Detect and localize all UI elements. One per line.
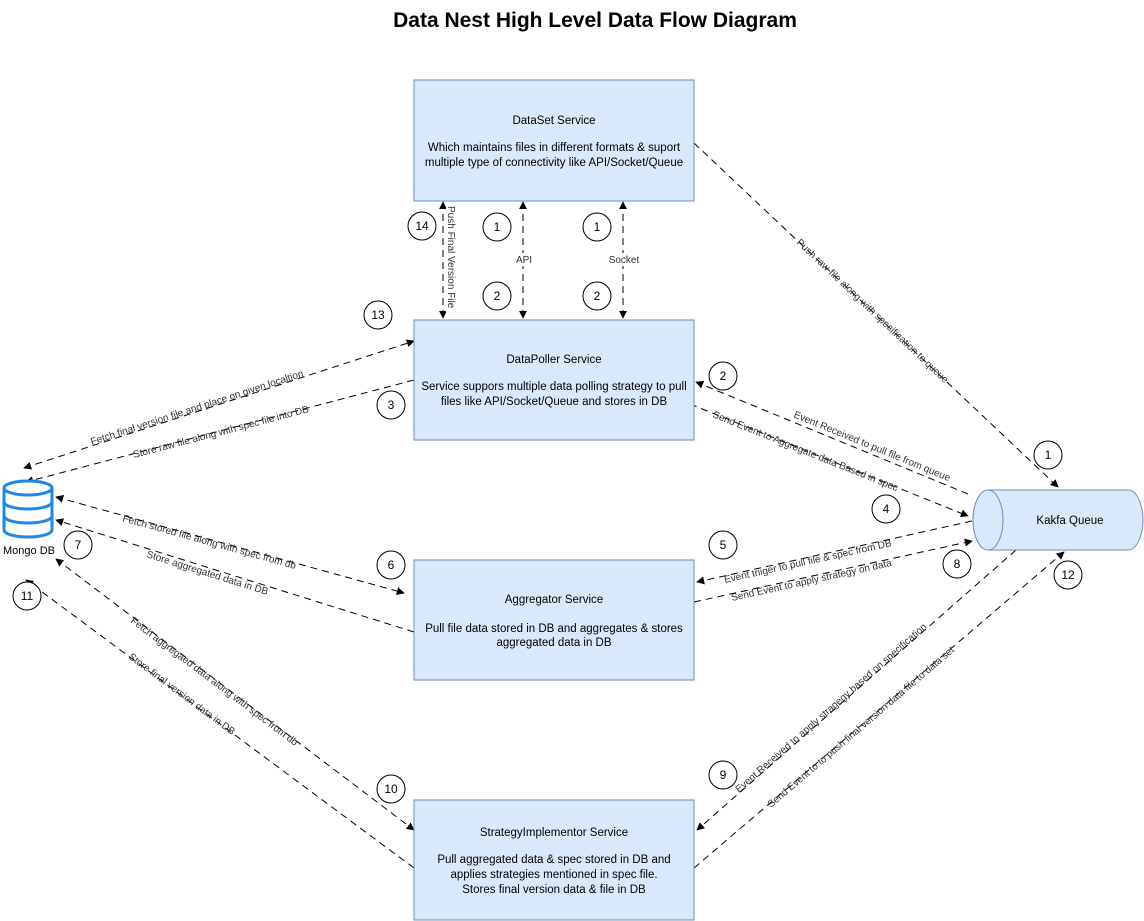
step-number: 7	[63, 530, 93, 560]
edge-label-socket-text: Socket	[609, 255, 640, 266]
edge-label-push-final: Push Final Version File	[445, 205, 458, 317]
edge-send-event-aggregate	[689, 403, 969, 518]
mongo-db-label: Mongo DB	[3, 545, 55, 557]
node-strategyimplementor-service: StrategyImplementor Service Pull aggrega…	[413, 799, 695, 921]
step-number: 1	[482, 212, 512, 242]
edge-label-api-text: API	[516, 255, 532, 266]
edge-label-api: API	[513, 253, 535, 266]
edge-label-push-raw: Push raw file along with specification t…	[794, 237, 951, 386]
strategy-service-title: StrategyImplementor Service	[480, 827, 628, 839]
step-number-text: 1	[594, 220, 601, 234]
step-number: 1	[582, 212, 612, 242]
step-number-text: 2	[594, 289, 601, 303]
step-number-text: 13	[371, 308, 385, 322]
step-number: 10	[376, 774, 406, 804]
datapoller-service-desc-line-2: files like API/Socket/Queue and stores i…	[441, 396, 668, 408]
step-number-text: 5	[720, 538, 727, 552]
dataset-service-desc-line-2: multiple type of connectivity like API/S…	[425, 157, 683, 169]
dataset-service-title: DataSet Service	[512, 115, 595, 127]
node-aggregator-service: Aggregator Service Pull file data stored…	[413, 559, 695, 681]
database-icon	[2, 479, 54, 539]
step-number: 8	[942, 549, 972, 579]
step-number: 2	[582, 281, 612, 311]
step-number: 11	[12, 581, 42, 611]
node-kafka-queue: Kakfa Queue	[972, 489, 1144, 551]
strategy-service-desc-line-3: Stores final version data & file in DB	[462, 884, 646, 896]
step-number: 2	[482, 281, 512, 311]
node-dataset-service: DataSet Service Which maintains files in…	[413, 79, 695, 202]
step-number-text: 6	[388, 558, 395, 572]
step-number-text: 1	[1045, 448, 1052, 462]
edge-event-received-pull	[695, 381, 969, 495]
step-number: 6	[376, 550, 406, 580]
edge-store-final	[25, 579, 415, 869]
datapoller-service-title: DataPoller Service	[506, 354, 601, 366]
edge-fetch-final	[23, 339, 415, 470]
step-number-text: 8	[954, 557, 961, 571]
edge-label-send-event-push-final: Send Event to to push final version data…	[766, 645, 957, 811]
step-number-text: 11	[21, 589, 34, 603]
edge-label-fetch-stored: Fetch stored file along with spec from d…	[121, 513, 297, 572]
step-number: 14	[407, 211, 437, 241]
step-number-text: 7	[75, 538, 82, 552]
edge-send-event-push-final	[693, 551, 1065, 869]
edge-fetch-aggregated	[55, 558, 415, 831]
step-number-text: 12	[1061, 568, 1075, 582]
node-mongo-db: Mongo DB	[2, 479, 55, 557]
kafka-queue-title: Kakfa Queue	[1036, 515, 1103, 527]
edge-store-raw	[25, 379, 415, 485]
step-number: 1	[1033, 440, 1063, 470]
edge-label-store-raw: Store raw file along with spec file into…	[132, 404, 310, 461]
step-number-text: 4	[883, 502, 890, 516]
edge-label-push-final-text: Push Final Version File	[445, 206, 456, 309]
step-number: 4	[871, 494, 901, 524]
step-number: 5	[708, 530, 738, 560]
step-number: 9	[708, 760, 738, 790]
step-number-text: 2	[494, 289, 501, 303]
step-number-text: 3	[388, 398, 395, 412]
node-datapoller-service: DataPoller Service Service suppors multi…	[413, 319, 695, 441]
datapoller-service-desc-line-1: Service suppors multiple data polling st…	[421, 381, 686, 393]
diagram-title: Data Nest High Level Data Flow Diagram	[393, 9, 797, 32]
edge-label-event-received-strategy: Event Received to apply stragegy based o…	[734, 622, 930, 796]
step-number-text: 2	[720, 369, 727, 383]
edge-event-received-strategy	[696, 549, 1017, 831]
step-number: 12	[1053, 560, 1083, 590]
step-number-text: 9	[720, 768, 727, 782]
strategy-service-desc-line-1: Pull aggregated data & spec stored in DB…	[437, 854, 670, 866]
edge-label-socket: Socket	[605, 253, 643, 266]
step-number-text: 10	[384, 782, 398, 796]
step-number-text: 14	[415, 219, 429, 233]
aggregator-service-desc-line-2: aggregated data in DB	[496, 637, 611, 649]
step-number: 2	[708, 361, 738, 391]
step-number: 13	[363, 300, 393, 330]
step-number: 3	[376, 390, 406, 420]
dataset-service-desc-line-1: Which maintains files in different forma…	[428, 142, 681, 154]
strategy-service-desc-line-2: applies strategies mentioned in spec fil…	[450, 869, 657, 881]
aggregator-service-title: Aggregator Service	[505, 594, 603, 606]
aggregator-service-desc-line-1: Pull file data stored in DB and aggregat…	[425, 623, 683, 635]
edge-event-trigger-pull	[696, 520, 973, 585]
step-number-text: 1	[494, 220, 501, 234]
edge-label-fetch-aggregated: Fetch aggregaed data along with spec fro…	[128, 616, 300, 749]
